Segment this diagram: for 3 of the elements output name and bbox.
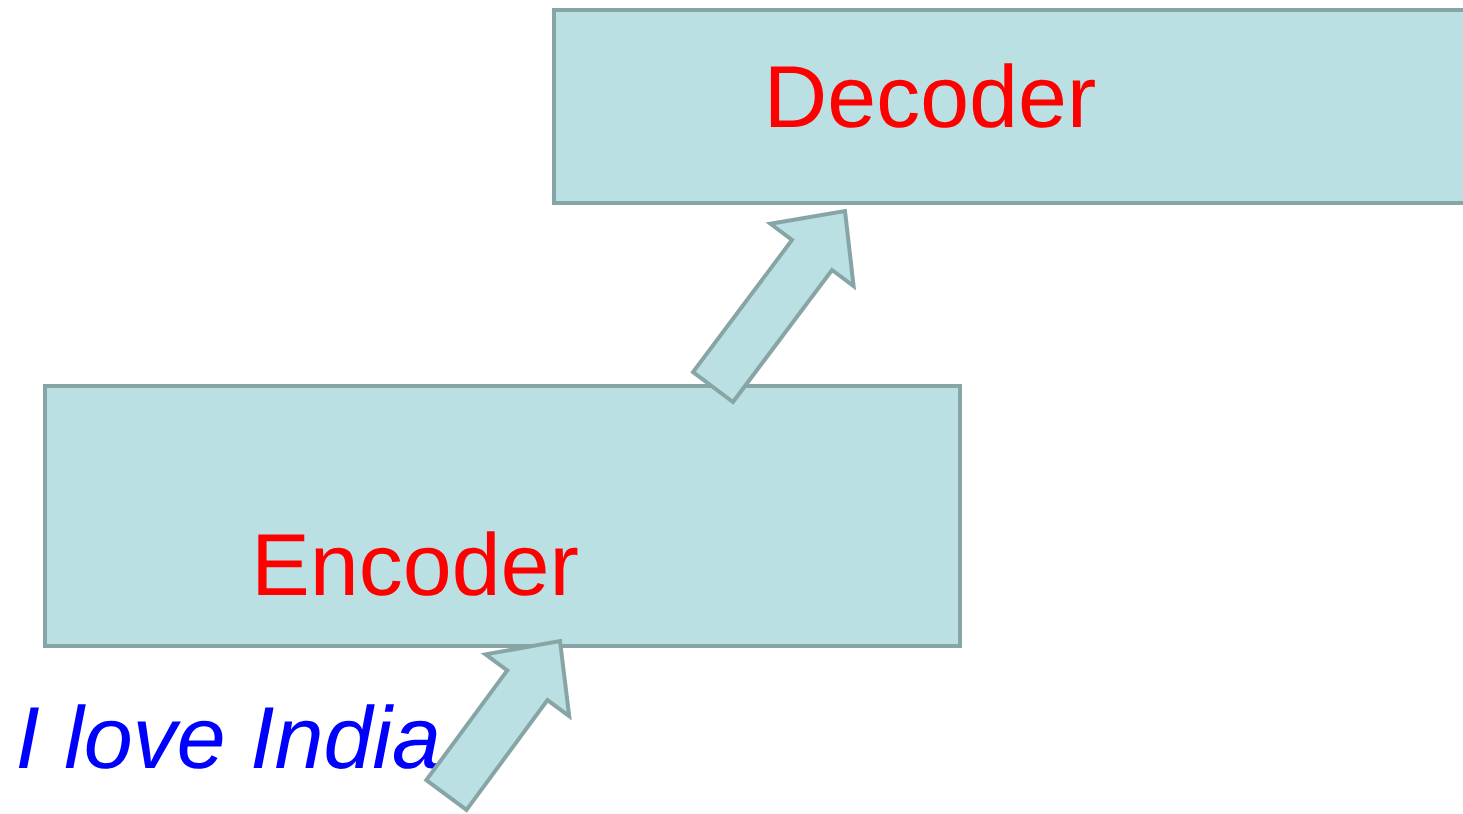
input-text: I love India	[18, 704, 438, 769]
process-box: Encoder	[43, 384, 962, 648]
process-box: Decoder	[552, 8, 1463, 205]
